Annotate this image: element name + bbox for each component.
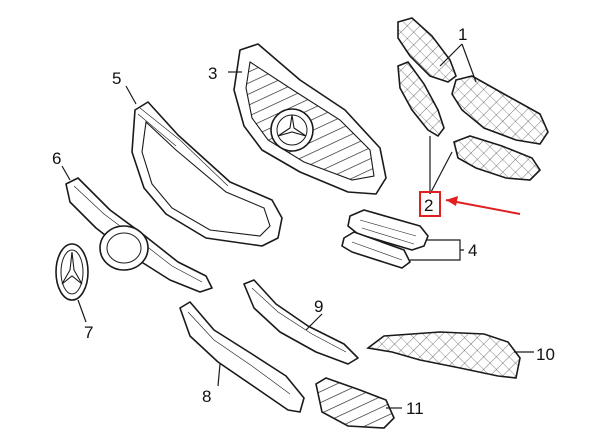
brackets-part-4 <box>341 209 429 269</box>
label-4: 4 <box>468 241 477 260</box>
label-10: 10 <box>536 345 555 364</box>
grille-frame-part-5 <box>131 101 283 247</box>
label-8: 8 <box>202 387 211 406</box>
three-pointed-star-icon <box>61 251 83 285</box>
label-7: 7 <box>84 323 93 342</box>
insert-part-1 <box>397 17 549 145</box>
label-9: 9 <box>314 297 323 316</box>
label-11: 11 <box>406 399 424 418</box>
trim-strip-part-9 <box>243 279 359 365</box>
leader-lines <box>61 43 534 409</box>
insert-part-2 <box>397 61 542 181</box>
grille-assembly-part-3 <box>233 43 387 195</box>
lower-grille-part-10 <box>366 331 521 379</box>
label-1: 1 <box>458 25 467 44</box>
label-3: 3 <box>208 64 217 83</box>
upper-bar-part-6 <box>65 177 213 293</box>
red-arrow-icon <box>445 199 521 215</box>
label-6: 6 <box>52 149 61 168</box>
label-5: 5 <box>112 69 121 88</box>
lower-trim-part-8 <box>179 301 305 413</box>
highlight-callout <box>419 191 521 217</box>
emblem-part-7 <box>55 243 89 301</box>
label-2: 2 <box>424 196 433 215</box>
corner-insert-part-11 <box>315 377 395 429</box>
